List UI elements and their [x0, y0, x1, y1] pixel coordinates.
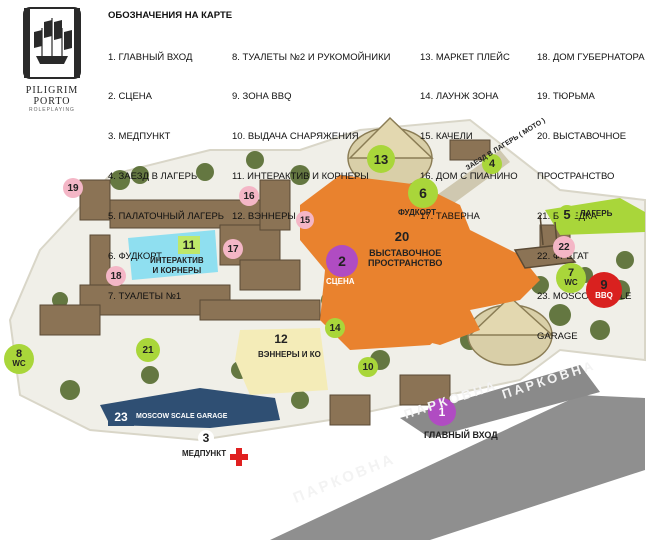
expo-zone [300, 175, 540, 350]
legend-item: 22. ФРЕГАТ [537, 251, 589, 263]
vanners-label: ВЭННЕРЫ И КО [258, 350, 321, 359]
legend-item: 17. ТАВЕРНА [420, 211, 480, 223]
legend-col-3: 13. МАРКЕТ ПЛЕЙС 14. ЛАУНЖ ЗОНА 15. КАЧЕ… [420, 24, 518, 250]
expo-zone-small [420, 310, 480, 345]
wc-label: WC [12, 359, 26, 368]
legend-item: 14. ЛАУНЖ ЗОНА [420, 91, 499, 103]
legend-item: 19. ТЮРЬМА [537, 91, 595, 103]
garage-label: MOSCOW SCALE GARAGE [136, 413, 228, 420]
legend-item: ПРОСТРАНСТВО [537, 171, 615, 183]
wc-label: WC [564, 278, 578, 287]
stage-label: СЦЕНА [326, 277, 355, 286]
marker-1[interactable]: 1 [428, 398, 456, 426]
legend-item: 10. ВЫДАЧА СНАРЯЖЕНИЯ [232, 131, 359, 143]
marker-4[interactable]: 4 [482, 154, 502, 174]
marker-23[interactable]: 23 [108, 408, 134, 426]
marker-5[interactable]: 5 [558, 205, 576, 223]
marker-2[interactable]: 2 [326, 245, 358, 277]
legend-item: 3. МЕДПУНКТ [108, 131, 171, 143]
legend-item: 2. СЦЕНА [108, 91, 152, 103]
legend-title: ОБОЗНАЧЕНИЯ НА КАРТЕ [108, 10, 233, 21]
legend-item: 11. ИНТЕРАКТИВ И КОРНЕРЫ [232, 171, 369, 183]
legend-col-4: 18. ДОМ ГУБЕРНАТОРА 19. ТЮРЬМА 20. ВЫСТА… [537, 24, 645, 370]
foodcourt-label: ФУДКОРТ [398, 208, 437, 217]
marker-11[interactable]: 11 [178, 236, 200, 254]
legend-item: 20. ВЫСТАВОЧНОЕ [537, 131, 627, 143]
legend-item: 9. ЗОНА BBQ [232, 91, 292, 103]
medpunkt-label: МЕДПУНКТ [182, 449, 227, 458]
marker-22[interactable]: 22 [553, 236, 575, 258]
marker-14[interactable]: 14 [325, 318, 345, 338]
marker-17[interactable]: 17 [223, 239, 243, 259]
legend-item: 4. ЗАЕЗД В ЛАГЕРЬ [108, 171, 198, 183]
legend-col-1: 1. ГЛАВНЫЙ ВХОД 2. СЦЕНА 3. МЕДПУНКТ 4. … [108, 24, 224, 330]
legend-item: 5. ПАЛАТОЧНЫЙ ЛАГЕРЬ [108, 211, 225, 223]
main-entrance-label: ГЛАВНЫЙ ВХОД [424, 430, 498, 440]
brand-name-line2: PORTO [33, 96, 71, 107]
brand-tagline: ROLEPLAYING [29, 107, 75, 113]
legend-item: 16. ДОМ С ПИАНИНО [420, 171, 518, 183]
garage-zone [100, 388, 280, 428]
marker-13[interactable]: 13 [367, 145, 395, 173]
camp-label: ЛАГЕРЬ [580, 209, 613, 218]
marker-6[interactable]: 6 [408, 178, 438, 208]
marker-21[interactable]: 21 [136, 338, 160, 362]
marker-18[interactable]: 18 [106, 266, 126, 286]
marker-12[interactable]: 12 [270, 330, 292, 348]
road [270, 395, 645, 540]
buildings [39, 139, 571, 426]
legend-item: 18. ДОМ ГУБЕРНАТОРА [537, 51, 645, 63]
marker-16[interactable]: 16 [239, 186, 259, 206]
legend-item: 8. ТУАЛЕТЫ №2 И РУКОМОЙНИКИ [232, 51, 391, 63]
legend-item: GARAGE [537, 330, 578, 342]
marker-3[interactable]: 3 [198, 430, 214, 446]
medpunkt-cross [230, 448, 248, 466]
marker-10[interactable]: 10 [358, 357, 378, 377]
legend-item: 12. ВЭННЕРЫ [232, 211, 296, 223]
expo-label: ВЫСТАВОЧНОЕ ПРОСТРАНСТВО [368, 248, 443, 268]
vanners-zone [235, 328, 328, 395]
bbq-label: BBQ [595, 291, 613, 300]
brand-name-line1: PILIGRIM [25, 85, 79, 96]
ship-icon [23, 7, 81, 79]
legend-item: 13. МАРКЕТ ПЛЕЙС [420, 51, 510, 63]
legend-col-2: 8. ТУАЛЕТЫ №2 И РУКОМОЙНИКИ 9. ЗОНА BBQ … [232, 24, 390, 250]
legend-item: 6. ФУДКОРТ [108, 251, 162, 263]
legend-item: 15. КАЧЕЛИ [420, 131, 473, 143]
legend-item: 1. ГЛАВНЫЙ ВХОД [108, 51, 193, 63]
marker-15[interactable]: 15 [296, 211, 314, 229]
interactive-label: ИНТЕРАКТИВ И КОРНЕРЫ [150, 256, 204, 275]
marker-19[interactable]: 19 [63, 178, 83, 198]
legend-item: 7. ТУАЛЕТЫ №1 [108, 290, 182, 302]
brand-logo: PILIGRIM PORTO ROLEPLAYING [18, 6, 86, 124]
marker-20[interactable]: 20 [388, 226, 416, 246]
